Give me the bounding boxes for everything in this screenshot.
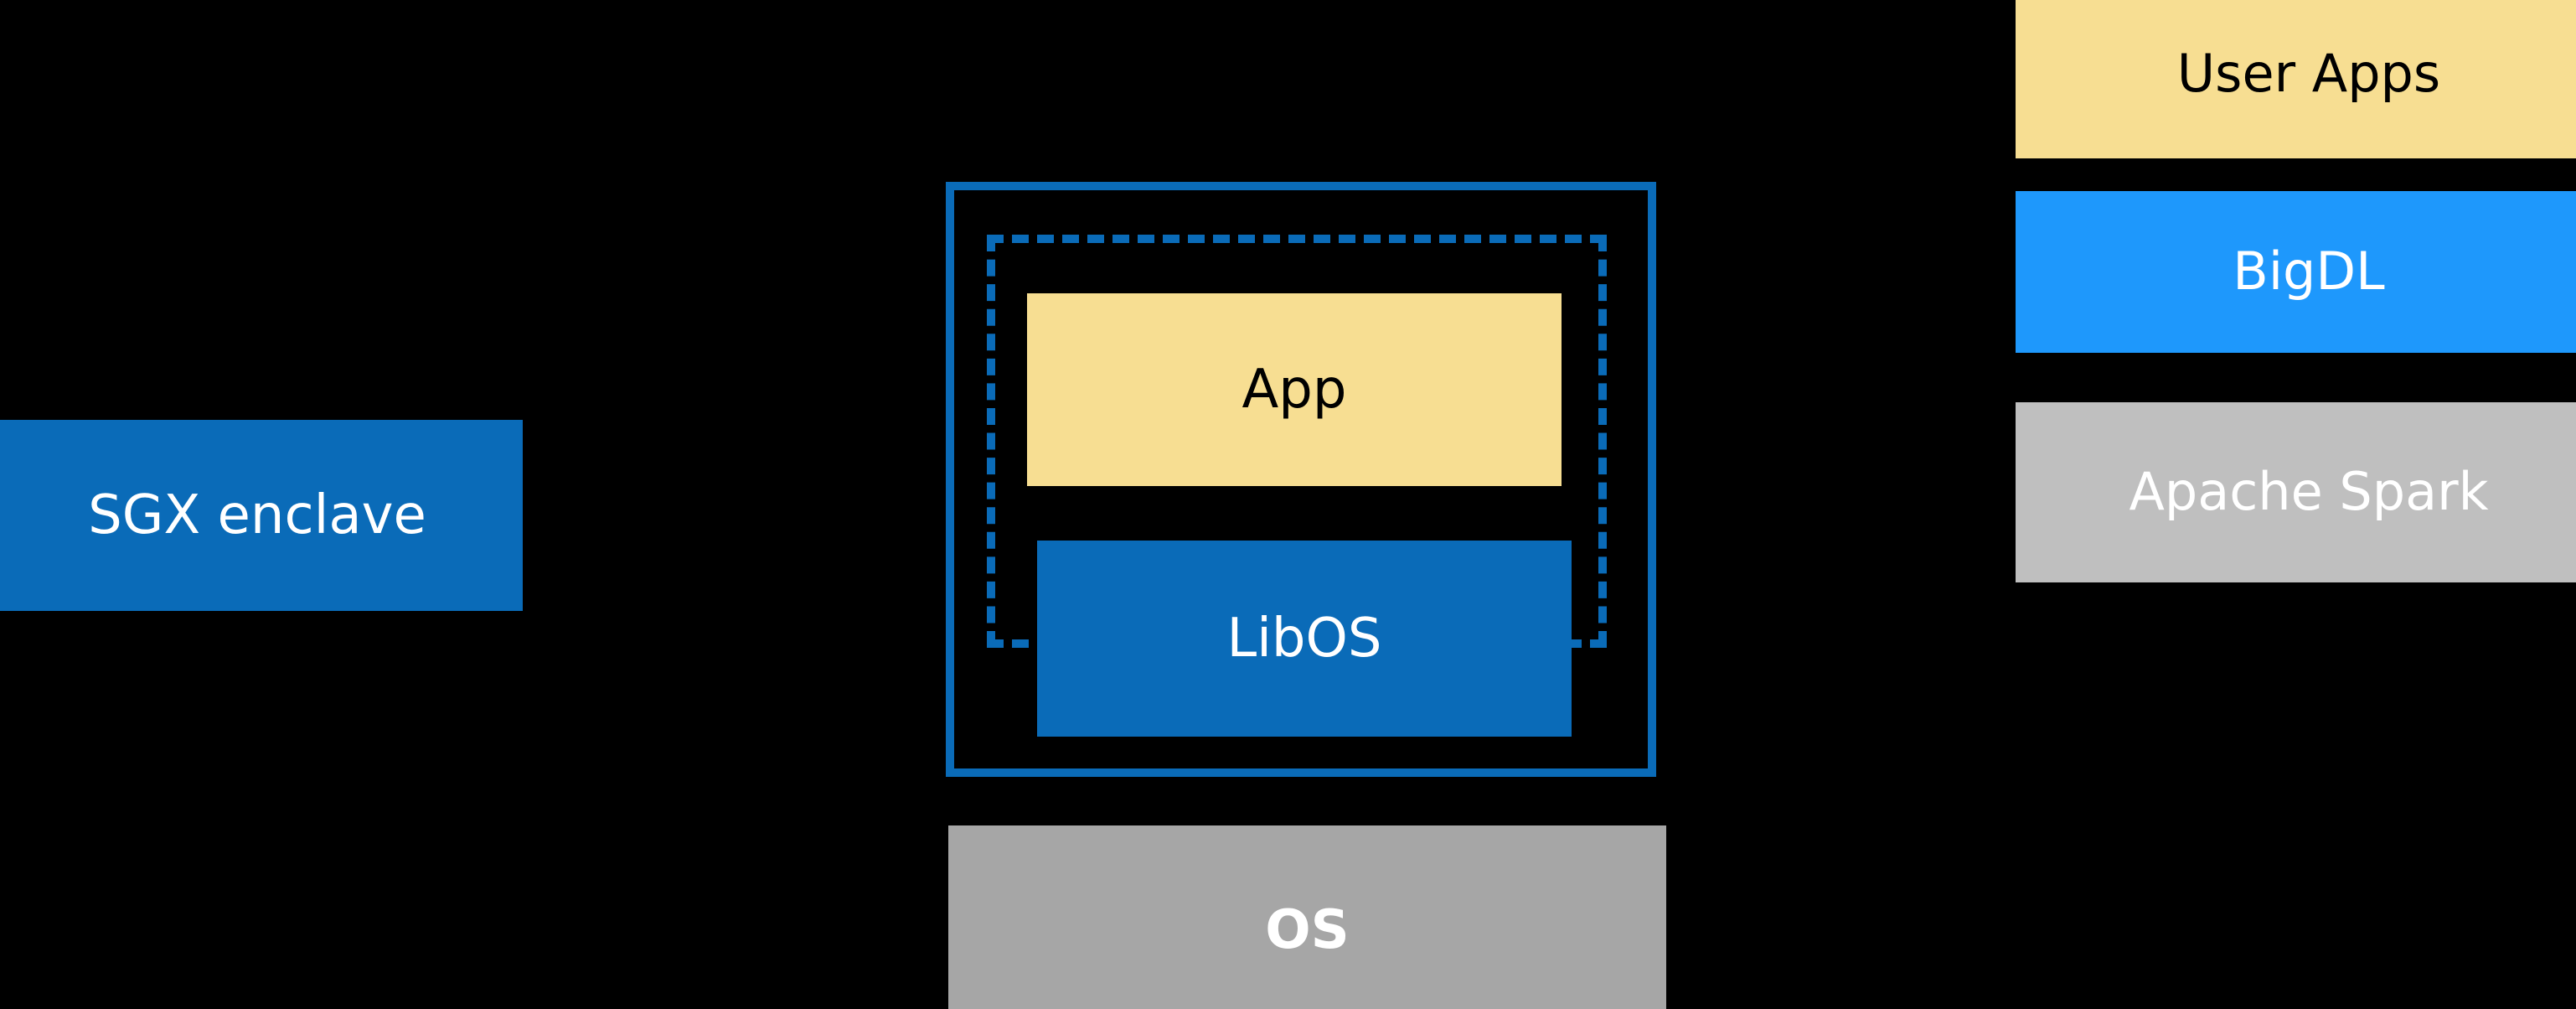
os-label: OS: [1265, 898, 1350, 961]
bigdl-box[interactable]: BigDL: [2016, 191, 2576, 353]
apache-spark-label: Apache Spark: [2129, 461, 2489, 523]
libos-label: LibOS: [1226, 607, 1382, 670]
sgx-enclave-box[interactable]: SGX enclave: [0, 420, 523, 611]
apache-spark-box[interactable]: Apache Spark: [2016, 402, 2576, 582]
libos-box[interactable]: LibOS: [1037, 541, 1572, 737]
app-box[interactable]: App: [1027, 293, 1562, 486]
app-label: App: [1242, 358, 1347, 421]
user-apps-label: User Apps: [2176, 43, 2441, 105]
sgx-enclave-label: SGX enclave: [88, 484, 426, 546]
enclave-outer-frame[interactable]: [946, 182, 1656, 777]
bigdl-label: BigDL: [2233, 241, 2385, 303]
os-box[interactable]: OS: [948, 825, 1666, 1009]
user-apps-box[interactable]: User Apps: [2016, 0, 2576, 158]
